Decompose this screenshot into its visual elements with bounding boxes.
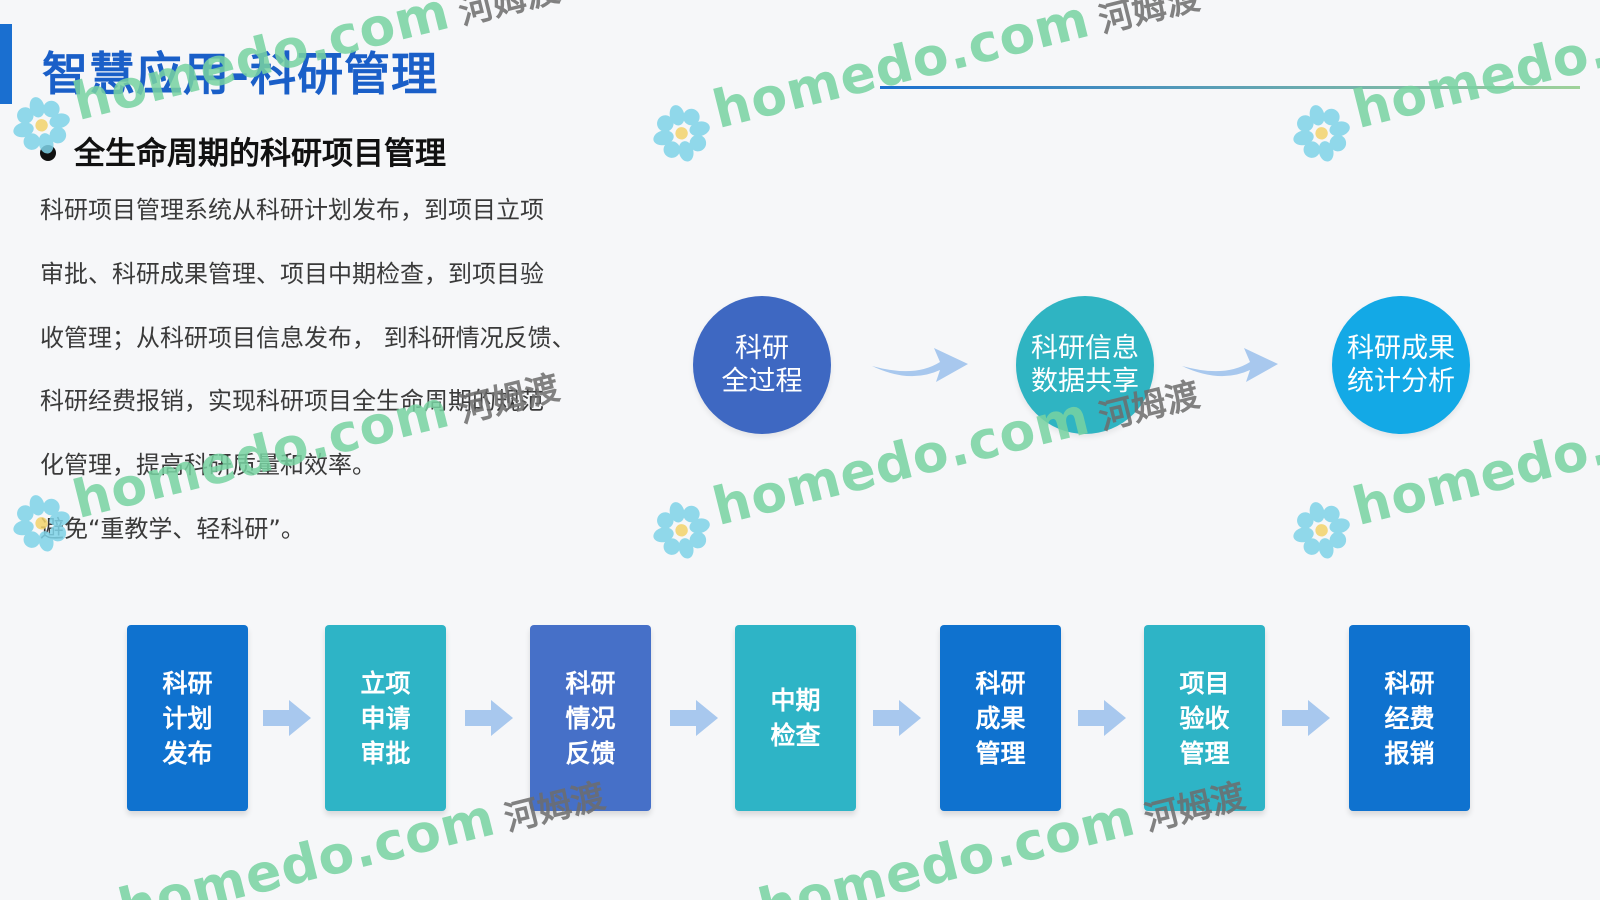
circle-label-line1: 科研 — [735, 333, 789, 364]
step-project-approval: 立项 申请 审批 — [325, 625, 446, 811]
right-arrow-icon — [1282, 700, 1330, 736]
step-acceptance-management: 项目 验收 管理 — [1144, 625, 1265, 811]
paragraph-line: 审批、科研成果管理、项目中期检查，到项目验 — [40, 259, 544, 288]
paragraph-line: 化管理，提高科研质量和效率。 — [40, 451, 376, 480]
title-underline — [880, 86, 1580, 89]
right-arrow-icon — [1078, 700, 1126, 736]
step-label-line: 科研 — [162, 668, 213, 698]
title-accent-bar — [0, 24, 12, 104]
paragraph-line: 避免“重教学、轻科研”。 — [40, 514, 305, 543]
curved-arrow-icon — [872, 348, 968, 382]
right-arrow-icon — [873, 700, 921, 736]
flower-logo-icon — [653, 104, 710, 162]
paragraph-line: 收管理；从科研项目信息发布， 到科研情况反馈、 — [40, 323, 576, 352]
step-label-line: 审批 — [360, 738, 411, 768]
step-expense-reimbursement: 科研 经费 报销 — [1349, 625, 1470, 811]
step-label-line: 成果 — [975, 703, 1026, 733]
step-label-line: 申请 — [360, 703, 411, 733]
step-label-line: 项目 — [1179, 668, 1230, 698]
step-result-management: 科研 成果 管理 — [940, 625, 1061, 811]
paragraph-line: 科研经费报销，实现科研项目全生命周期的规范 — [40, 387, 544, 416]
watermark-text: homedo.com — [1347, 0, 1600, 141]
step-label-line: 发布 — [162, 738, 213, 768]
paragraph-line: 科研项目管理系统从科研计划发布，到项目立项 — [40, 196, 544, 224]
bullet-icon — [40, 144, 56, 161]
step-label-line: 计划 — [162, 703, 213, 733]
right-arrow-icon — [465, 700, 513, 736]
circle-label-line2: 统计分析 — [1347, 366, 1455, 397]
subtitle: 全生命周期的科研项目管理 — [40, 128, 446, 173]
step-plan-release: 科研 计划 发布 — [127, 625, 248, 811]
circle-label-line2: 全过程 — [721, 366, 803, 397]
step-label-line: 反馈 — [565, 738, 616, 768]
circle-label-line2: 数据共享 — [1031, 366, 1139, 397]
flower-logo-icon — [653, 501, 710, 559]
step-label-line: 立项 — [360, 668, 411, 698]
step-label-line: 科研 — [975, 668, 1026, 698]
step-label-line: 情况 — [565, 703, 616, 733]
watermark-text: homedo.com — [707, 0, 1096, 141]
flower-logo-icon — [1293, 104, 1350, 162]
page-title: 智慧应用-科研管理 — [42, 47, 439, 101]
circle-label-line1: 科研成果 — [1347, 333, 1455, 364]
description-paragraph: 科研项目管理系统从科研计划发布，到项目立项 审批、科研成果管理、项目中期检查，到… — [40, 190, 640, 573]
step-midterm-check: 中期 检查 — [735, 625, 856, 811]
step-label-line: 经费 — [1384, 703, 1435, 733]
step-status-feedback: 科研 情况 反馈 — [530, 625, 651, 811]
right-arrow-icon — [263, 700, 311, 736]
step-label-line: 检查 — [770, 721, 821, 750]
step-label-line: 报销 — [1384, 738, 1435, 768]
subtitle-text: 全生命周期的科研项目管理 — [74, 136, 446, 172]
circle-label-line1: 科研信息 — [1031, 333, 1139, 364]
step-label-line: 管理 — [1179, 738, 1230, 768]
circle-result-analysis: 科研成果 统计分析 — [1332, 296, 1470, 434]
step-label-line: 管理 — [975, 738, 1026, 768]
right-arrow-icon — [670, 700, 718, 736]
flower-logo-icon — [1293, 501, 1350, 559]
step-label-line: 中期 — [770, 686, 821, 715]
watermark-cn: 河姆渡 — [454, 0, 564, 34]
curved-arrow-icon — [1182, 348, 1278, 382]
watermark-cn: 河姆渡 — [1094, 0, 1204, 42]
circle-research-process: 科研 全过程 — [693, 296, 831, 434]
circle-data-sharing: 科研信息 数据共享 — [1016, 296, 1154, 434]
step-label-line: 科研 — [565, 668, 616, 698]
step-label-line: 验收 — [1179, 703, 1230, 733]
step-label-line: 科研 — [1384, 668, 1435, 698]
